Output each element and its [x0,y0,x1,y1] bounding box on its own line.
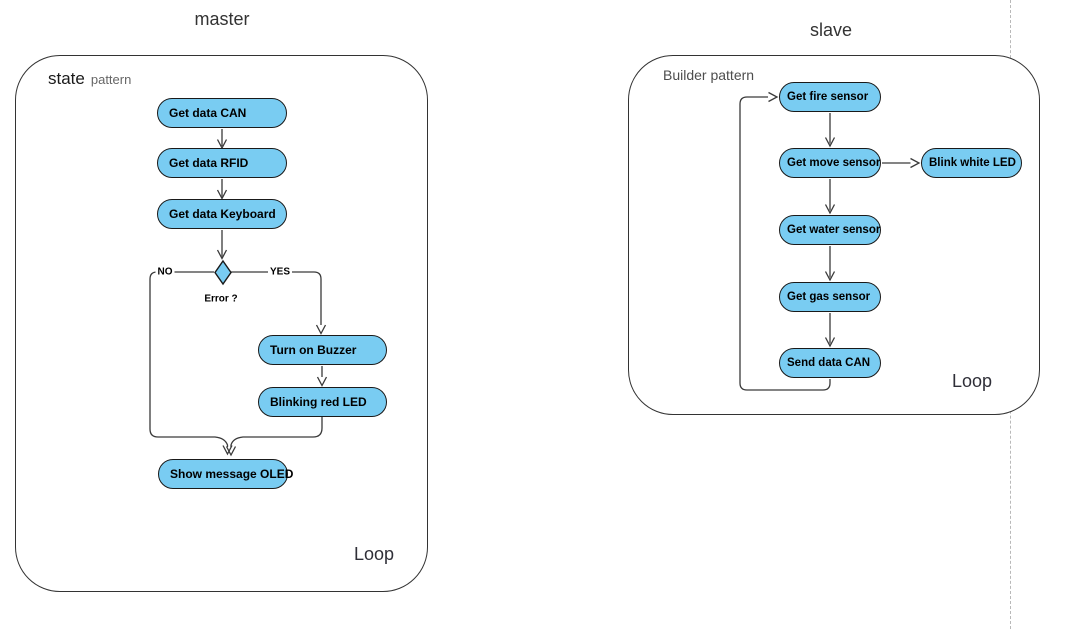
arrowhead-icon [824,137,836,148]
edge-rfid-to-keyboard[interactable] [216,179,228,200]
edge-water-to-gas[interactable] [824,246,836,282]
node-turn-on-buzzer-label: Turn on Buzzer [270,343,357,357]
node-get-gas-sensor[interactable]: Get gas sensor [779,282,881,312]
node-get-water-sensor[interactable]: Get water sensor [779,215,881,245]
edge-gas-to-send[interactable] [824,313,836,348]
node-get-gas-sensor-label: Get gas sensor [787,291,871,303]
edge-send-loop-to-fire[interactable] [739,91,831,391]
node-blink-white-led-label: Blink white LED [929,157,1016,169]
node-get-data-can[interactable]: Get data CAN [157,98,287,128]
arrowhead-icon [225,446,237,457]
master-pattern-label[interactable]: state pattern [48,69,131,89]
node-get-move-sensor[interactable]: Get move sensor [779,148,881,178]
edge-buzzer-to-redled[interactable] [316,366,328,387]
arrowhead-icon [216,249,228,260]
node-turn-on-buzzer[interactable]: Turn on Buzzer [258,335,387,365]
master-pattern-label-light: pattern [90,72,132,87]
master-pattern-label-strong: state [48,69,85,88]
slave-loop-label[interactable]: Loop [951,371,993,391]
arrowhead-icon [824,337,836,348]
node-get-data-keyboard[interactable]: Get data Keyboard [157,199,287,229]
node-get-data-can-label: Get data CAN [169,106,247,120]
arrowhead-icon [315,324,327,335]
edge-decision-no-to-oled[interactable] [149,271,233,456]
arrowhead-icon [910,157,921,169]
decision-yes-label[interactable]: YES [267,266,293,278]
edge-decision-yes-to-buzzer[interactable] [231,271,327,335]
slave-pattern-label[interactable]: Builder pattern [663,67,755,83]
master-loop-label[interactable]: Loop [353,544,395,564]
arrowhead-icon [316,376,328,387]
node-get-data-keyboard-label: Get data Keyboard [169,207,276,221]
arrowhead-icon [768,91,779,103]
node-get-water-sensor-label: Get water sensor [787,224,881,236]
decision-question-label[interactable]: Error ? [204,293,238,305]
node-show-message-oled-label: Show message OLED [170,467,294,481]
node-send-data-can[interactable]: Send data CAN [779,348,881,378]
node-show-message-oled[interactable]: Show message OLED [158,459,293,489]
edge-yes-line [231,271,322,325]
node-blink-white-led[interactable]: Blink white LED [921,148,1022,178]
slave-title[interactable]: slave [809,20,853,40]
node-send-data-can-label: Send data CAN [787,357,871,369]
master-title[interactable]: master [194,9,250,29]
node-blinking-red-led-label: Blinking red LED [270,395,367,409]
node-get-data-rfid-label: Get data RFID [169,156,249,170]
edge-keyboard-to-decision[interactable] [216,230,228,260]
arrowhead-icon [216,189,228,200]
node-get-fire-sensor-label: Get fire sensor [787,91,869,103]
decision-diamond[interactable] [214,259,232,286]
arrowhead-icon [824,271,836,282]
node-get-data-rfid[interactable]: Get data RFID [157,148,287,178]
decision-no-label[interactable]: NO [155,266,175,278]
edge-can-to-rfid[interactable] [216,129,228,150]
arrowhead-icon [824,204,836,215]
edge-move-to-water[interactable] [824,179,836,215]
node-blinking-red-led[interactable]: Blinking red LED [258,387,387,417]
node-get-fire-sensor[interactable]: Get fire sensor [779,82,881,112]
edge-no-line [149,271,229,447]
node-get-move-sensor-label: Get move sensor [787,157,881,169]
edge-move-to-blinkwhite[interactable] [882,157,921,169]
edge-loop-line [739,96,831,391]
edge-redled-to-oled-line [230,416,323,447]
arrowhead-icon [222,445,233,456]
edge-fire-to-move[interactable] [824,113,836,148]
edge-redled-to-oled[interactable] [225,416,323,457]
